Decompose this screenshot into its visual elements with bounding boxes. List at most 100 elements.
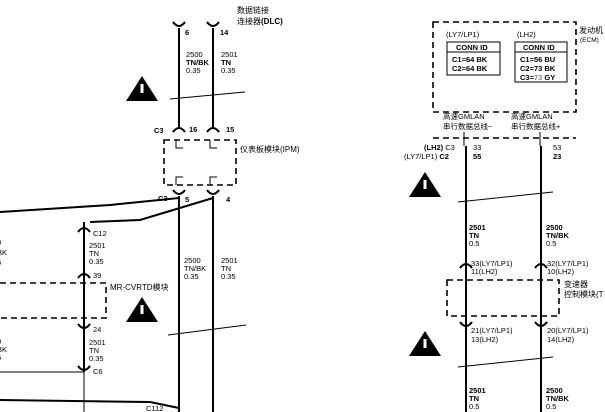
conn-id-box-1-line1: C1=64 BK [452, 55, 488, 64]
right-w1-right-color: TN/BK [546, 231, 569, 240]
conn-id-box-2-line1: C1=56 BU [520, 55, 555, 64]
wire-top-right-circuit: 2501 [221, 50, 238, 59]
ipm-top-left-terminal [172, 127, 186, 133]
ecm-pin-right-bottom: 23 [553, 152, 561, 161]
ecm-pin-left-bottom: 55 [473, 152, 481, 161]
c12-terminal [77, 227, 91, 233]
left-wire2-gauge: 0.35 [89, 354, 104, 363]
ecm-conn-lh2: (LH2) C3 [424, 143, 455, 152]
left-edge-label-3: 5 [0, 258, 1, 267]
left-wire2-circuit: 2501 [89, 338, 106, 347]
c6-terminal [77, 365, 91, 371]
branch-wire-lower [0, 399, 180, 409]
tcm-bottom-left-terminal [459, 321, 473, 327]
conn-id-box-1-line2: C2=64 BK [452, 64, 488, 73]
left-module-label: MR-CVRTD模块 [110, 282, 169, 292]
ipm-module-box [163, 139, 237, 186]
warning-icon-2-mark [140, 305, 144, 314]
bottom-partial-label: C112 [146, 404, 163, 412]
tcm-pin-l4: 13(LH2) [471, 335, 499, 344]
right-w2-right-circuit: 2500 [546, 386, 563, 395]
left-conn2: C6 [93, 367, 103, 376]
gmlan-left-line1: 高速GMLAN [443, 111, 485, 121]
ipm-pin-bottom-right: 4 [226, 195, 231, 204]
wire-mid-left-circuit: 2500 [184, 256, 201, 265]
left-wire1-circuit: 2501 [89, 241, 106, 250]
dlc-pin-left-terminal [172, 21, 186, 27]
tcm-label1: 变速器 [564, 279, 588, 289]
ipm-pin-bottom-left: 5 [185, 195, 189, 204]
left-edge-label-1: 0 [0, 238, 1, 247]
wire-mid-right-color: TN [221, 264, 231, 273]
left-wire1-color: TN [89, 249, 99, 258]
dlc-pin-right: 14 [220, 28, 229, 37]
dlc-title-line1: 数据链接 [237, 5, 269, 15]
wire-top-right-gauge: 0.35 [221, 66, 236, 75]
left-conn1: C12 [93, 229, 107, 238]
twisted-pair-marker-top [169, 91, 246, 100]
conn-id-box-2-line3: C3=73 GY [520, 73, 555, 82]
tcm-pin-r3: 20(LY7/LP1) [547, 326, 589, 335]
left-wire1-gauge: 0.35 [89, 257, 104, 266]
twisted-pair-marker-right-2 [457, 356, 554, 368]
gmlan-right-line2: 串行数据总线+ [511, 121, 561, 131]
right-w1-left-color: TN [469, 231, 479, 240]
wire-top-left-gauge: 0.35 [186, 66, 201, 75]
ecm-pin-left-top: 33 [473, 143, 481, 152]
pin39-terminal [77, 273, 91, 279]
conn-id-box-1-header: CONN ID [456, 43, 488, 52]
tcm-pin-r1: 32(LY7/LP1) [547, 259, 589, 268]
ipm-conn-top: C3 [154, 126, 164, 135]
ecm-internal-terminals [463, 132, 541, 146]
ecm-variant1: (LY7/LP1) [446, 30, 480, 39]
branch-wire-upper [0, 197, 180, 213]
wire-mid-right-gauge: 0.35 [221, 272, 236, 281]
wire-top-right-color: TN [221, 58, 231, 67]
left-edge-label-5: BK [0, 345, 7, 354]
tcm-pin-l1: 33(LY7/LP1) [471, 259, 513, 268]
twisted-pair-marker-right-1 [457, 191, 554, 203]
ipm-bottom-right-terminal [206, 189, 220, 195]
ipm-bottom-left-terminal [172, 189, 186, 195]
ecm-title-line1: 发动机 [579, 25, 603, 35]
right-w2-left-circuit: 2501 [469, 386, 486, 395]
right-w1-right-circuit: 2500 [546, 223, 563, 232]
ecm-title-line2: (ECM) [580, 37, 599, 44]
tcm-module-box [446, 279, 560, 317]
ecm-pin-right-top: 53 [553, 143, 561, 152]
right-w1-right-gauge: 0.5 [546, 239, 556, 248]
wire-mid-left-gauge: 0.35 [184, 272, 199, 281]
gmlan-left-line2: 串行数据总线− [443, 121, 493, 131]
left-pin1: 39 [93, 271, 101, 280]
wire-top-left-color: TN/BK [186, 58, 209, 67]
ipm-conn-bottom: C3 [158, 194, 168, 203]
wire-mid-right-circuit: 2501 [221, 256, 238, 265]
wire-top-left-circuit: 2500 [186, 50, 203, 59]
ecm-conn-ly7: (LY7/LP1) C2 [404, 152, 449, 161]
conn-id-box-2 [514, 41, 568, 83]
pin24-terminal [77, 323, 91, 329]
right-w2-right-color: TN/BK [546, 394, 569, 403]
warning-icon-4-mark [423, 339, 427, 348]
warning-icon-3-mark [423, 180, 427, 189]
ipm-top-right-terminal [206, 127, 220, 133]
branch-wire-c12 [89, 197, 214, 223]
ipm-label: 仪表板模块(IPM) [240, 144, 300, 154]
right-w2-left-color: TN [469, 394, 479, 403]
dlc-pin-right-terminal [206, 21, 220, 27]
conn-id-box-2-header: CONN ID [523, 43, 555, 52]
tcm-pin-r2: 10(LH2) [547, 267, 575, 276]
tcm-top-left-terminal [459, 263, 473, 269]
tcm-top-right-terminal [534, 263, 548, 269]
ecm-variant2: (LH2) [517, 30, 536, 39]
left-edge-label-2: BK [0, 248, 7, 257]
conn-id-box-1 [446, 41, 501, 76]
ipm-pin-top-right: 15 [226, 125, 234, 134]
dlc-title-line2: 连接器(DLC) [237, 16, 283, 26]
wire-mid-left-color: TN/BK [184, 264, 206, 273]
tcm-label2: 控制模块(T [564, 289, 604, 299]
right-w2-left-gauge: 0.5 [469, 402, 479, 411]
mr-cvrtd-module-box [0, 282, 107, 319]
